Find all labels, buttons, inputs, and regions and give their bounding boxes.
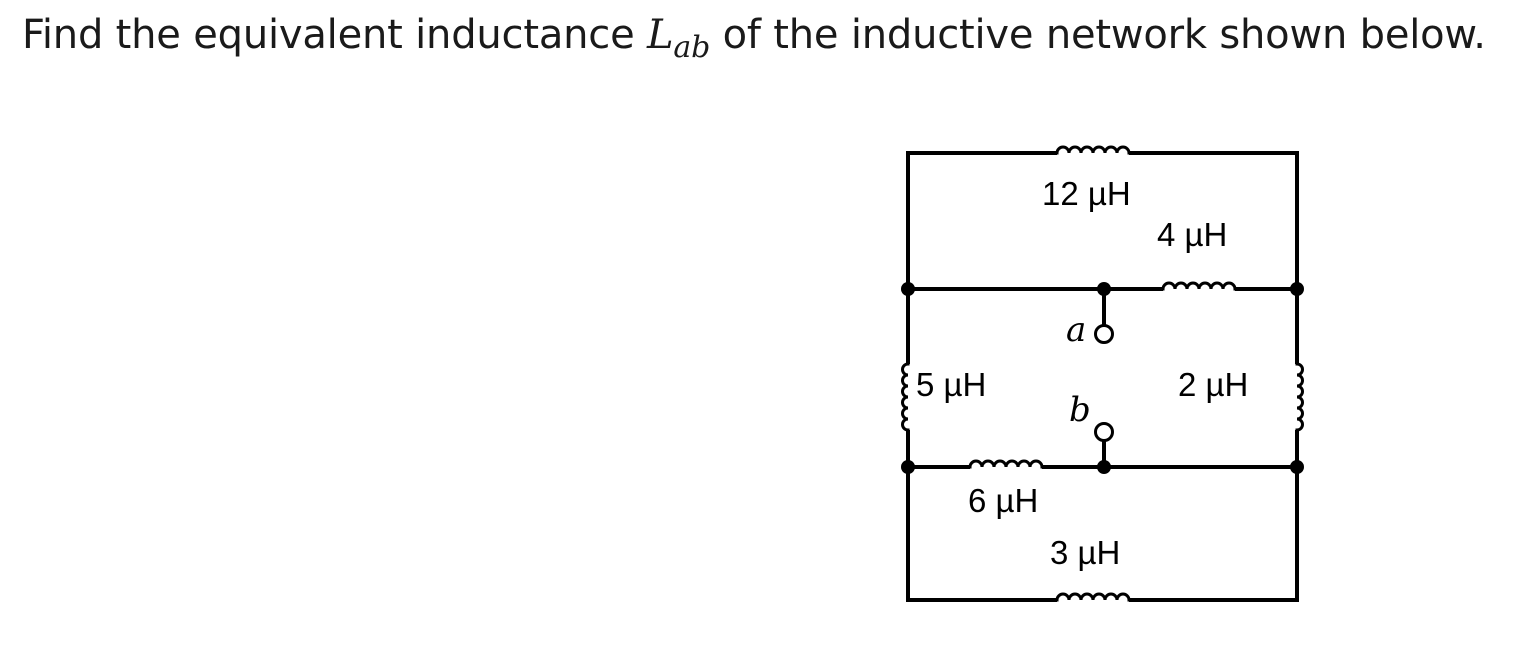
junction-dot — [1290, 282, 1304, 296]
question-prefix: Find the equivalent inductance — [22, 12, 648, 58]
junction-dots — [901, 282, 1304, 474]
label-2uH: 2 µH — [1178, 366, 1248, 403]
inductance-symbol: Lab — [647, 12, 710, 65]
inductor-4uH-coil — [1161, 281, 1237, 291]
bottom-branch-wires — [906, 467, 1299, 602]
terminal-b — [1094, 422, 1114, 442]
inductor-6uH-coil — [968, 459, 1044, 469]
label-4uH: 4 µH — [1157, 216, 1227, 253]
inductor-2uH-coil — [1295, 362, 1304, 432]
junction-dot — [1097, 460, 1111, 474]
question-suffix: of the inductive network shown below. — [710, 12, 1486, 58]
inductance-symbol-main: L — [647, 12, 674, 58]
junction-dot — [901, 282, 915, 296]
junction-dot — [1290, 460, 1304, 474]
terminal-a-label: a — [1066, 310, 1086, 350]
label-12uH: 12 µH — [1042, 175, 1131, 212]
inductor-12uH-coil — [1055, 145, 1131, 155]
top-branch-wires — [906, 151, 1299, 289]
label-3uH: 3 µH — [1050, 534, 1120, 571]
junction-dot — [901, 460, 915, 474]
inductor-5uH-coil — [901, 362, 910, 432]
junction-dot — [1097, 282, 1111, 296]
inductor-3uH-coil — [1055, 592, 1131, 602]
terminal-a — [1094, 324, 1114, 344]
inductance-symbol-subscript: ab — [673, 30, 711, 65]
label-6uH: 6 µH — [968, 482, 1038, 519]
label-5uH: 5 µH — [916, 366, 986, 403]
question-text: Find the equivalent inductance Lab of th… — [22, 12, 1486, 65]
terminal-b-label: b — [1069, 390, 1091, 430]
